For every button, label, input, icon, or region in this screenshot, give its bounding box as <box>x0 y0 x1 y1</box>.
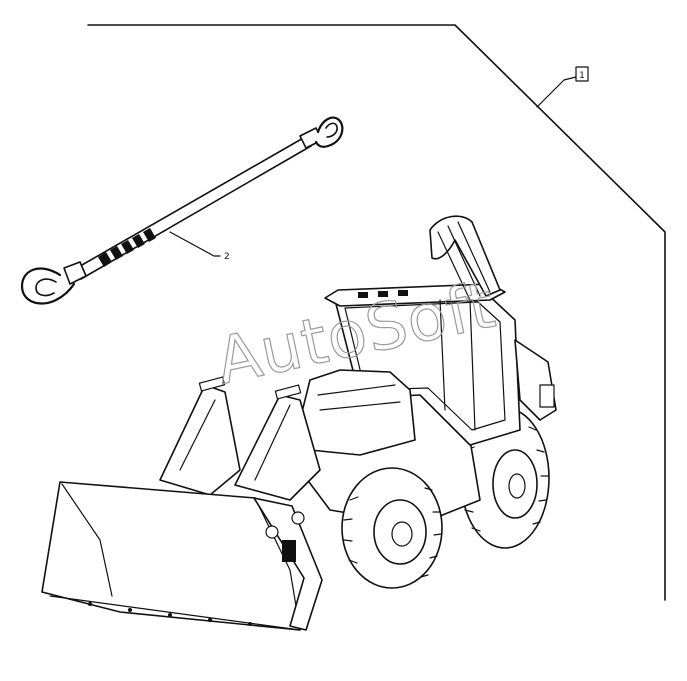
backhoe-arm <box>429 215 557 421</box>
strap-body <box>74 136 312 280</box>
cab <box>324 283 521 446</box>
cab-pillar <box>439 299 476 431</box>
callout-1-leader <box>536 76 577 108</box>
front-tire-treads <box>343 487 442 578</box>
strap-stripe <box>143 228 156 242</box>
front-wheel <box>341 467 443 589</box>
boom-hydraulics <box>437 221 491 301</box>
callout-2-label: 2 <box>224 252 230 262</box>
engine-hood <box>299 369 416 456</box>
roof-light <box>398 290 408 296</box>
bucket-tooth <box>168 613 172 617</box>
tail-light <box>539 384 555 408</box>
tow-strap <box>20 116 344 305</box>
bucket-tooth <box>88 602 92 606</box>
left-loader-arm <box>159 384 241 496</box>
loader-pivot <box>198 376 226 392</box>
callout-1: 1 <box>536 66 589 108</box>
bucket-tooth <box>248 622 252 626</box>
loader-pivot <box>274 384 302 400</box>
left-hook <box>20 261 87 305</box>
bucket-tooth <box>128 608 132 612</box>
callout-1-label: 1 <box>579 71 585 81</box>
right-loader-arm <box>234 394 321 501</box>
right-hook-body <box>314 116 344 148</box>
hood-line <box>317 384 401 411</box>
backhoe-loader <box>41 215 557 631</box>
cab-roof <box>324 283 506 307</box>
kit-bracket-line <box>87 24 666 601</box>
left-hook-eye <box>63 261 87 285</box>
bucket-tooth <box>208 618 212 622</box>
callout-2-leader <box>169 231 221 257</box>
strap-stripe <box>98 252 112 267</box>
rear-wheel <box>460 407 550 549</box>
roof-light <box>358 292 368 298</box>
right-hook-inner <box>325 122 338 138</box>
left-hook-body <box>20 267 76 305</box>
bucket-side-plate <box>253 497 323 631</box>
left-hook-inner <box>35 278 57 297</box>
roof-light <box>378 291 388 297</box>
callout-2: 2 <box>169 231 230 262</box>
front-hub <box>391 521 413 547</box>
loader-cylinder <box>179 399 291 481</box>
right-hook <box>299 116 344 149</box>
callout-1-box <box>575 66 589 82</box>
strap-stripe <box>110 246 123 260</box>
stabilizer <box>514 339 557 421</box>
bucket-decal <box>282 540 296 562</box>
strap-stripe <box>132 234 145 248</box>
strap-stripe <box>121 240 134 254</box>
bucket-cutting-edge <box>49 595 301 631</box>
loader-arms <box>159 376 321 501</box>
bucket-pin <box>265 525 279 539</box>
bucket-pin <box>291 511 305 525</box>
front-bucket <box>41 481 323 631</box>
rear-hub <box>508 473 526 499</box>
